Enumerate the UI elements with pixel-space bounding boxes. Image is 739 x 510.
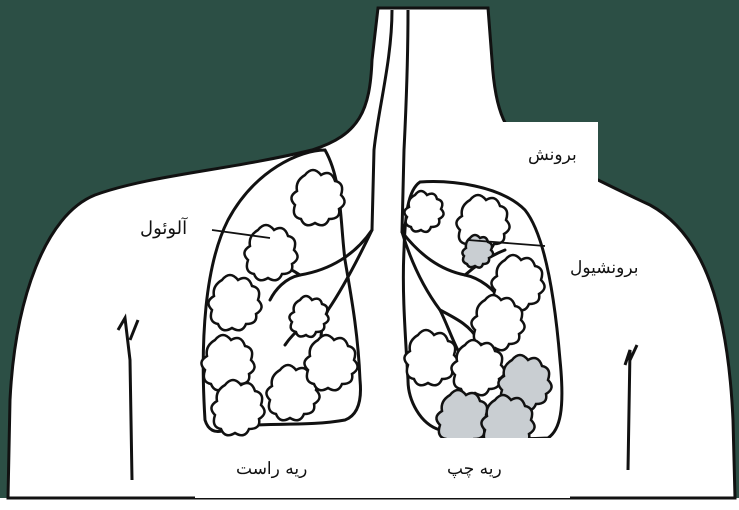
right-lung-label: ریه راست <box>236 461 307 478</box>
bronchus-label: برونش <box>528 147 577 164</box>
left-lung-label: ریه چپ <box>447 461 502 478</box>
bronchiole-label: برونشیول <box>570 260 638 277</box>
alveolus-label: آلوئول <box>140 220 187 238</box>
